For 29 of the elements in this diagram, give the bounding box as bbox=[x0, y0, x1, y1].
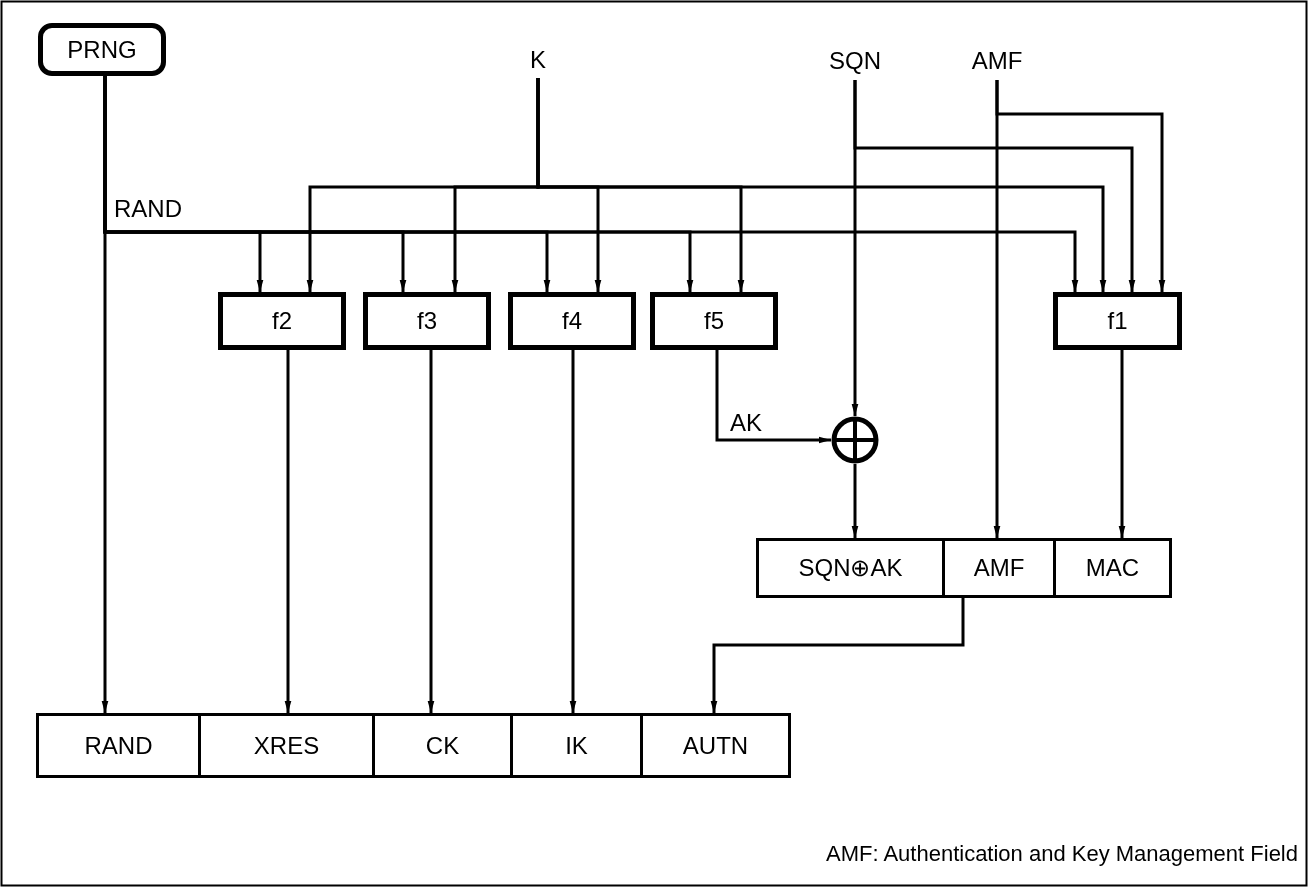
function-box: f2 bbox=[218, 292, 346, 350]
field-cell: CK bbox=[372, 713, 513, 778]
function-box: f5 bbox=[650, 292, 778, 350]
arrow bbox=[427, 350, 435, 713]
arrow bbox=[995, 80, 1166, 292]
arrow bbox=[536, 78, 1107, 292]
arrow bbox=[1118, 350, 1126, 538]
field-cell: RAND bbox=[36, 713, 201, 778]
arrow bbox=[853, 80, 1136, 292]
field-cell: IK bbox=[510, 713, 643, 778]
field-cell: SQN⊕AK bbox=[756, 538, 945, 598]
input-label: AMF bbox=[962, 42, 1032, 80]
input-label: SQN bbox=[822, 42, 888, 80]
arrow bbox=[569, 350, 577, 713]
function-box: f4 bbox=[508, 292, 636, 350]
arrow bbox=[710, 598, 965, 713]
xor-circle bbox=[831, 416, 879, 464]
generator-box: PRNG bbox=[38, 23, 166, 76]
footnote: AMF: Authentication and Key Management Field bbox=[823, 842, 1300, 866]
field-cell: AMF bbox=[942, 538, 1056, 598]
field-cell: MAC bbox=[1053, 538, 1172, 598]
field-cell: XRES bbox=[198, 713, 375, 778]
input-label: K bbox=[522, 42, 554, 78]
arrow bbox=[284, 350, 292, 713]
field-cell: AUTN bbox=[640, 713, 791, 778]
function-box: f3 bbox=[363, 292, 491, 350]
arrow bbox=[715, 350, 831, 444]
arrow bbox=[851, 464, 859, 538]
function-box: f1 bbox=[1053, 292, 1182, 350]
